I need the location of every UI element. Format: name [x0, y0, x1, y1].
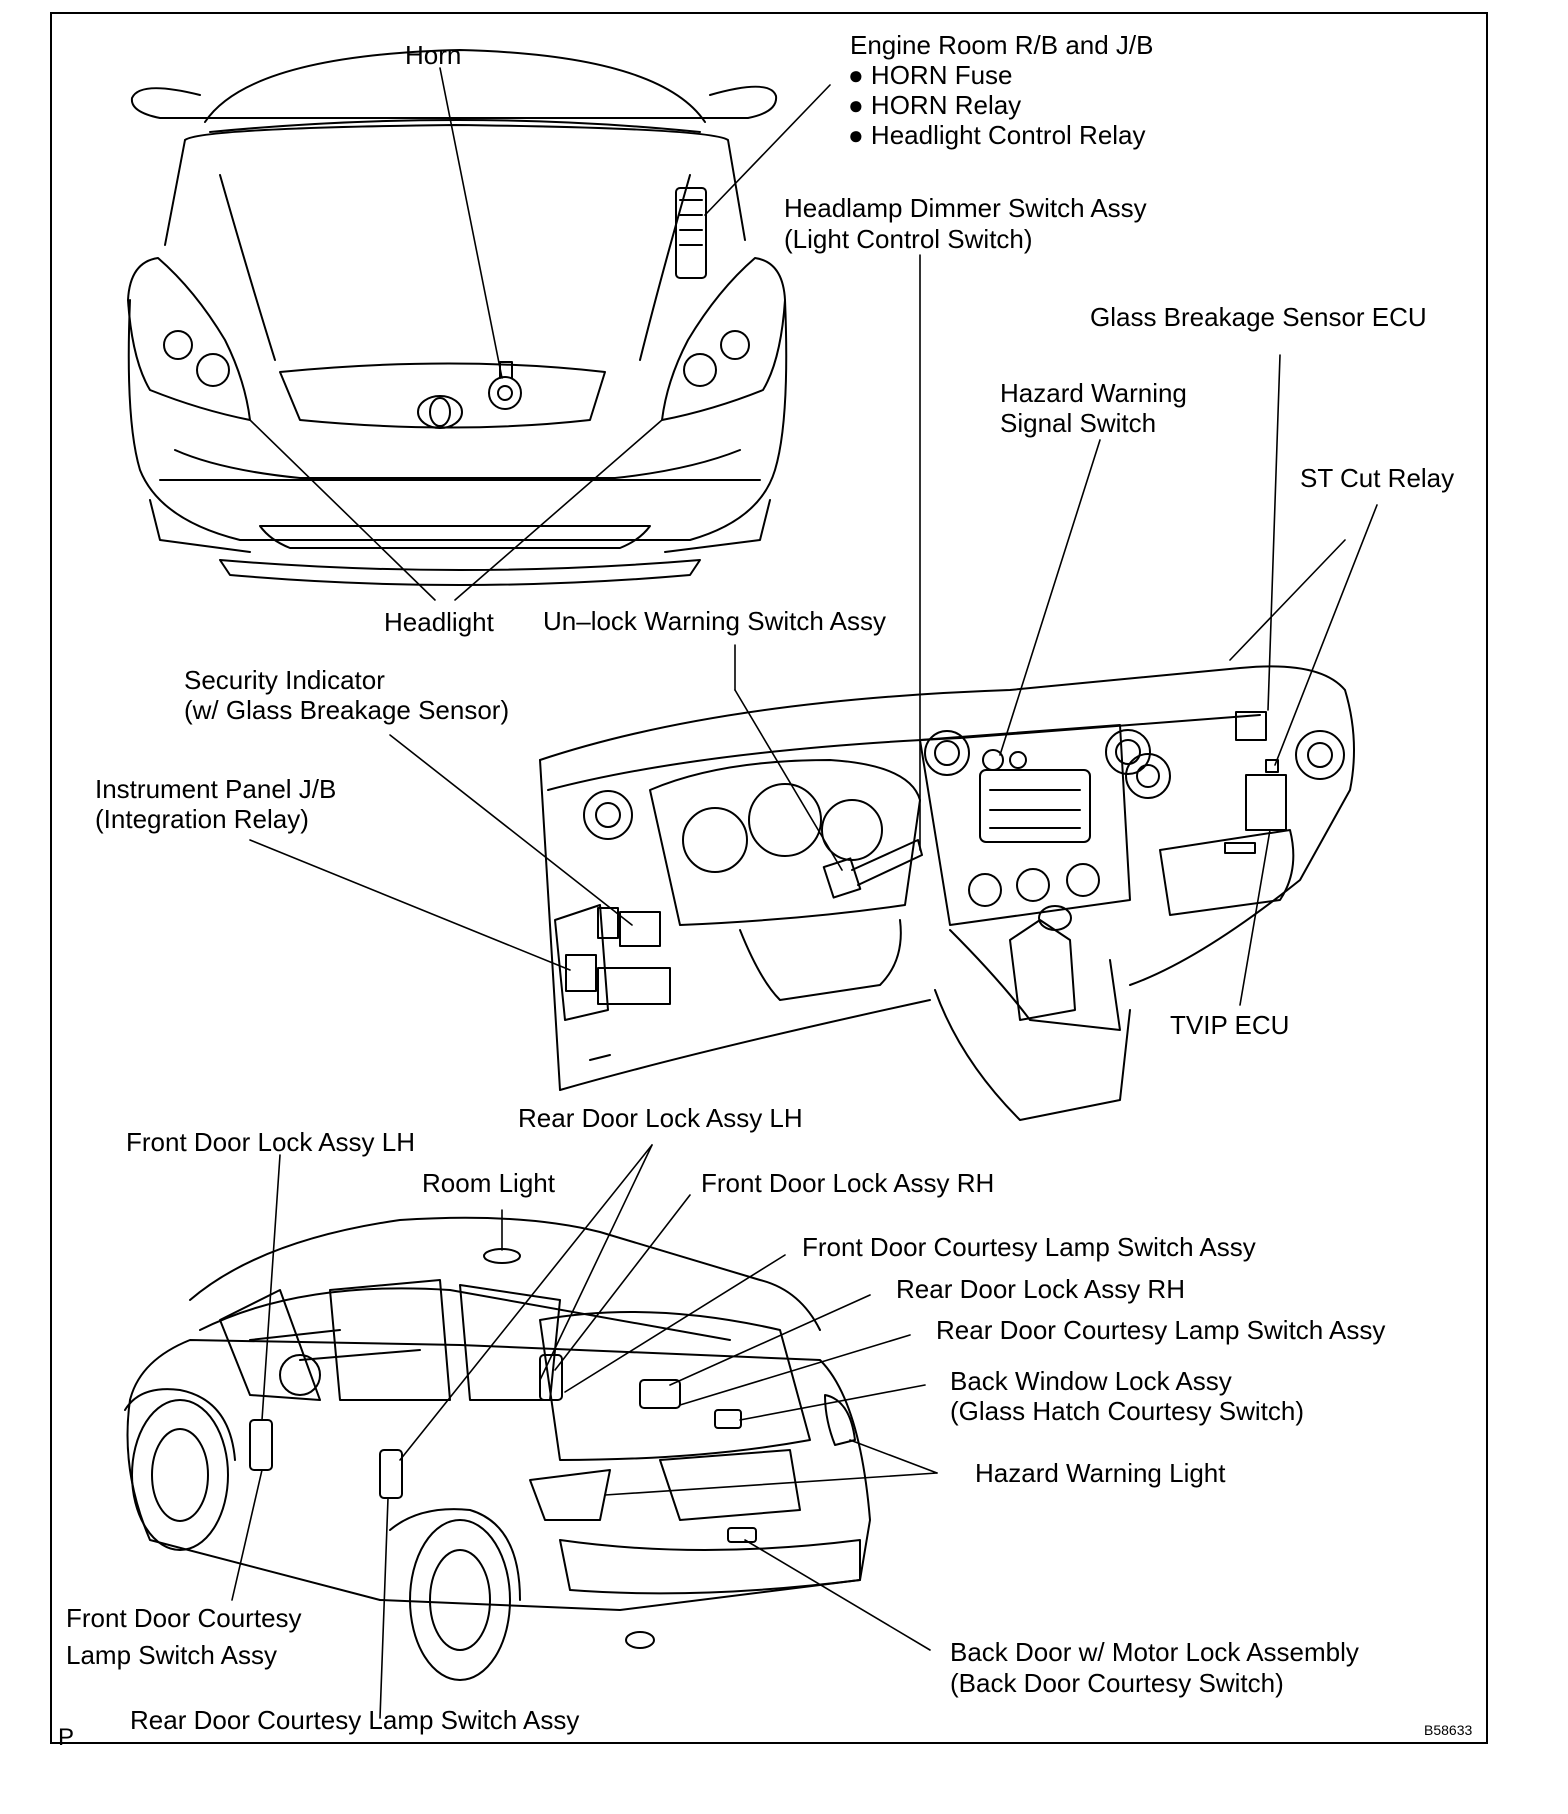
label-hazard-switch-line1: Hazard Warning: [1000, 378, 1187, 408]
label-integration-relay: (Integration Relay): [95, 804, 309, 834]
label-front-courtesy-switch-lh-line1: Front Door Courtesy: [66, 1603, 302, 1633]
label-light-control-switch: (Light Control Switch): [784, 224, 1033, 254]
instrument-panel-drawing: [539, 665, 1355, 1121]
label-tvip-ecu: TVIP ECU: [1170, 1010, 1290, 1040]
rear-view-drawing: [124, 1216, 871, 1681]
label-front-courtesy-switch-rh: Front Door Courtesy Lamp Switch Assy: [802, 1232, 1256, 1262]
label-rear-door-lock-rh: Rear Door Lock Assy RH: [896, 1274, 1185, 1304]
label-front-door-lock-rh: Front Door Lock Assy RH: [701, 1168, 995, 1198]
label-hazard-switch-line2: Signal Switch: [1000, 408, 1157, 438]
label-back-window-lock: Back Window Lock Assy: [950, 1366, 1232, 1396]
label-front-courtesy-switch-lh-line2: Lamp Switch Assy: [66, 1640, 277, 1670]
label-horn: Horn: [405, 40, 462, 70]
label-rear-courtesy-switch-rh: Rear Door Courtesy Lamp Switch Assy: [936, 1315, 1386, 1345]
front-view-drawing: [127, 49, 788, 586]
label-front-door-lock-lh: Front Door Lock Assy LH: [126, 1127, 415, 1157]
figure-code: B58633: [1424, 1722, 1473, 1738]
label-glass-breakage-ecu: Glass Breakage Sensor ECU: [1090, 302, 1427, 332]
label-unlock-warning-switch: Un–lock Warning Switch Assy: [543, 606, 886, 636]
label-room-light: Room Light: [422, 1168, 555, 1198]
label-hazard-warning-light: Hazard Warning Light: [975, 1458, 1226, 1488]
label-glass-hatch-courtesy-switch: (Glass Hatch Courtesy Switch): [950, 1396, 1304, 1426]
leader-lines: [231, 67, 1378, 1719]
label-back-door-motor-lock: Back Door w/ Motor Lock Assembly: [950, 1637, 1359, 1667]
label-glass-breakage-sensor-note: (w/ Glass Breakage Sensor): [184, 695, 510, 725]
corner-mark: P: [58, 1724, 75, 1751]
label-security-indicator: Security Indicator: [184, 665, 385, 695]
label-rear-door-lock-lh: Rear Door Lock Assy LH: [518, 1103, 803, 1133]
label-headlight: Headlight: [384, 607, 494, 637]
label-instrument-panel-jb: Instrument Panel J/B: [95, 774, 337, 804]
label-back-door-courtesy-switch: (Back Door Courtesy Switch): [950, 1668, 1284, 1698]
label-dimmer-switch: Headlamp Dimmer Switch Assy: [784, 193, 1147, 223]
label-horn-fuse: ● HORN Fuse: [848, 60, 1013, 90]
label-headlight-control-relay: ● Headlight Control Relay: [848, 120, 1146, 150]
diagram-frame: [50, 12, 1488, 1744]
label-st-cut-relay: ST Cut Relay: [1300, 463, 1455, 493]
label-horn-relay: ● HORN Relay: [848, 90, 1022, 120]
label-engine-room-rb-jb: Engine Room R/B and J/B: [850, 30, 1154, 60]
label-rear-courtesy-switch-lh: Rear Door Courtesy Lamp Switch Assy: [130, 1705, 580, 1735]
